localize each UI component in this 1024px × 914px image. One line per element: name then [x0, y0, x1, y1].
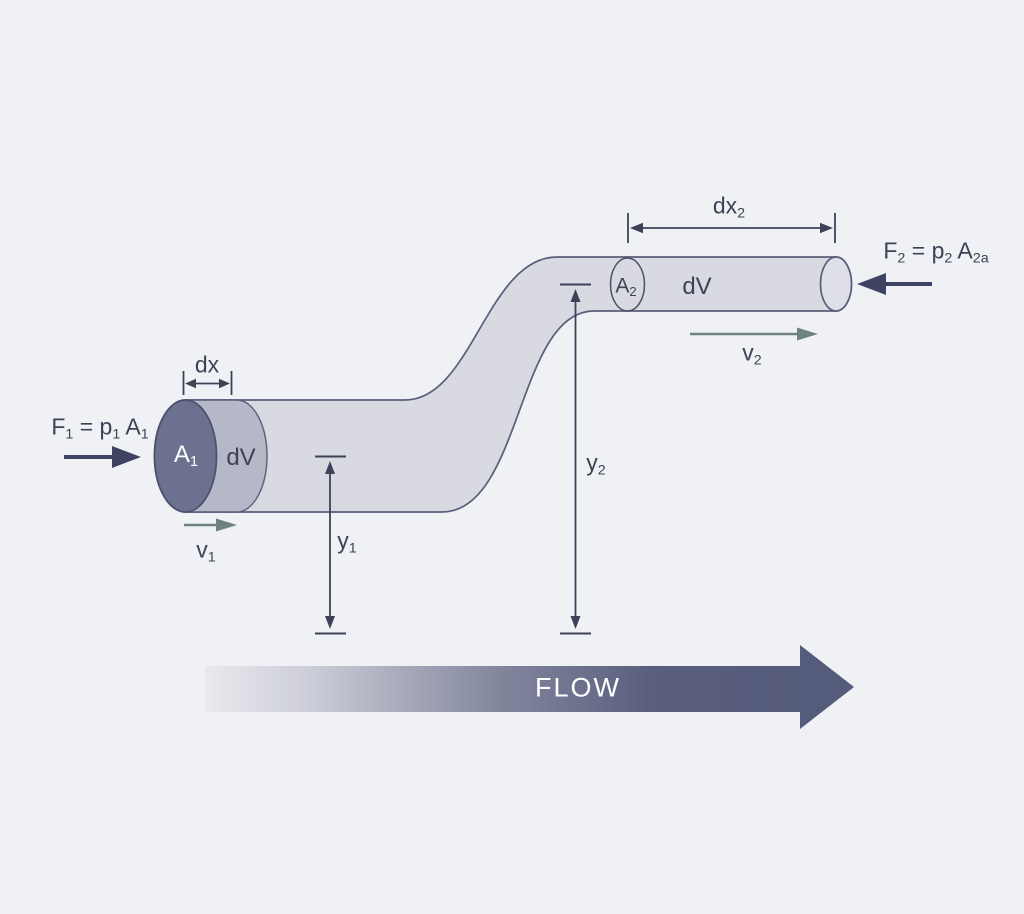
a1-area-label: A1: [173, 441, 199, 471]
inlet-face-ellipse: [153, 399, 218, 513]
f2-force-arrow: [857, 273, 932, 295]
a2-area-label: A2: [615, 274, 637, 300]
f1-force-label: F1 = p1 A1: [51, 413, 149, 443]
dx-dimension-label: dx: [194, 351, 220, 378]
f2-force-label: F2 = p2 A2a: [883, 237, 989, 267]
dv-upper-label: dV: [682, 273, 712, 300]
dv-lower-label: dV: [226, 444, 256, 471]
dx-dimension: [182, 371, 233, 395]
flow-direction-label: FLOW: [535, 672, 621, 703]
flow-arrow: [205, 645, 854, 729]
y1-dimension: [315, 455, 346, 635]
v1-velocity-arrow: [184, 518, 237, 532]
v2-velocity-arrow: [690, 327, 818, 341]
outlet-face-ellipse: [819, 256, 853, 312]
v2-velocity-label: v2: [742, 339, 762, 369]
dx2-dimension-label: dx2: [712, 192, 746, 222]
dx2-dimension: [627, 213, 836, 243]
a2-section-ellipse: [609, 257, 646, 312]
v1-velocity-label: v1: [196, 536, 216, 566]
y2-dimension: [560, 283, 591, 635]
y2-height-label: y2: [586, 449, 606, 479]
y1-height-label: y1: [337, 527, 357, 557]
f1-force-arrow: [64, 446, 141, 468]
